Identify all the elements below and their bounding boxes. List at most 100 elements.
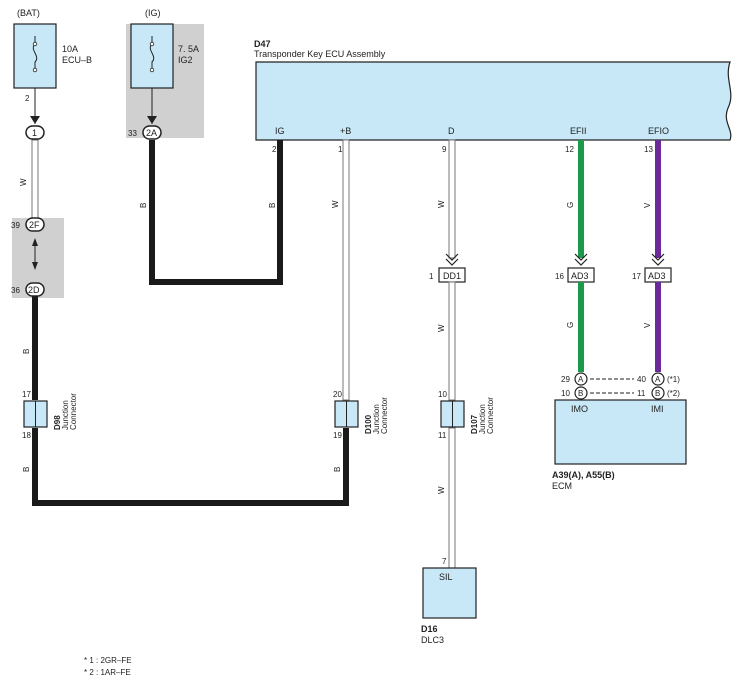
ecu-pin-ig: IG <box>275 126 285 136</box>
arrow-to-c1-icon <box>30 116 40 124</box>
ecu-pin-d: D <box>448 126 455 136</box>
junction-d100-name-1: Junction <box>372 404 381 434</box>
chevron-dd1-icon <box>445 253 459 266</box>
chevron-ad3-v-icon <box>651 253 665 266</box>
wire-efii-g-label: G <box>566 202 575 208</box>
ecm-pin-imo: IMO <box>571 404 588 414</box>
connector-2d-label: 2D <box>28 285 40 295</box>
arrow-to-c2a-icon <box>147 116 157 124</box>
wire-dd1-w <box>448 281 456 401</box>
connector-ad3-g-label: AD3 <box>571 271 589 281</box>
bat-fuse-amp: 10A <box>62 44 78 54</box>
wire-d107-w-label: W <box>437 486 446 494</box>
connector-2a-pin: 33 <box>128 129 137 138</box>
bat-fuse-box <box>13 23 57 89</box>
wire-ig-b-label: B <box>139 203 148 208</box>
ecu-pin-efio: EFIO <box>648 126 669 136</box>
connector-2a <box>142 125 162 140</box>
connector-1-label: 1 <box>32 128 37 138</box>
junction-d107-pin-top: 10 <box>438 390 447 399</box>
connector-2d-pin: 36 <box>11 286 20 295</box>
ecm-row-b-right-pin: 11 <box>637 389 646 398</box>
connector-ad3-v-pin: 17 <box>632 272 641 281</box>
wire-d107-w <box>448 427 456 571</box>
ecm-row-b-left-pin: 10 <box>561 389 570 398</box>
wire-efio-v-label: V <box>643 202 652 208</box>
junction-d98-code: D98 <box>53 415 62 430</box>
junction-d98-name-1: Junction <box>61 400 70 430</box>
junction-d100-name-2: Connector <box>380 397 389 434</box>
ecu-pin-plusb: +B <box>340 126 351 136</box>
ig-fuse-amp: 7. 5A <box>178 44 199 54</box>
wire-d-w-label: W <box>437 200 446 208</box>
wire-ad3-g-label: G <box>566 322 575 328</box>
ecm-conn-b-left <box>574 386 588 400</box>
bat-fuse-name: ECU–B <box>62 55 92 65</box>
ecu-pin-ig-num: 2 <box>272 145 277 154</box>
ig-fuse-box <box>130 23 174 89</box>
junction-d107-code: D107 <box>470 414 479 434</box>
ecm-name: ECM <box>552 481 572 491</box>
wire-2d-b-label: B <box>22 349 31 354</box>
connector-dd1-pin: 1 <box>429 272 434 281</box>
wire-ig-b2-label: B <box>268 203 277 208</box>
bat-source-label: (BAT) <box>17 8 40 18</box>
ecu-code: D47 <box>254 39 271 49</box>
ecm-conn-a-right <box>651 372 665 386</box>
junction-d98-pin-top: 17 <box>22 390 31 399</box>
wire-bat-w <box>31 139 39 221</box>
ecu-pin-efio-num: 13 <box>644 145 653 154</box>
ig-fuse-name: IG2 <box>178 55 193 65</box>
svg-text:A: A <box>578 375 584 384</box>
ecu-pin-efii: EFII <box>570 126 587 136</box>
ecu-name: Transponder Key ECU Assembly <box>254 49 386 59</box>
wire-d100-b-label: B <box>333 467 342 472</box>
junction-d107-name-2: Connector <box>486 397 495 434</box>
dlc-box <box>422 567 477 619</box>
ecm-conn-b-right <box>651 386 665 400</box>
junction-d100-code: D100 <box>364 414 373 434</box>
wire-plusb-w <box>342 139 350 401</box>
junction-d98-pin-bottom: 18 <box>22 431 31 440</box>
wire-d98-b-label: B <box>22 467 31 472</box>
wire-dd1-w-label: W <box>437 324 446 332</box>
ecu-pin-plusb-num: 1 <box>338 145 343 154</box>
wire-bat-w-label: W <box>19 178 28 186</box>
ecm-row-a-left-pin: 29 <box>561 375 570 384</box>
connector-2a-label: 2A <box>146 128 157 138</box>
connector-ad3-v-label: AD3 <box>648 271 666 281</box>
ecu-pin-efii-num: 12 <box>565 145 574 154</box>
connector-ad3-g-pin: 16 <box>555 272 564 281</box>
connector-2d <box>25 282 45 297</box>
wire-bottom-b <box>32 428 349 506</box>
wire-ad3-v-label: V <box>643 322 652 328</box>
junction-d107-pin-bottom: 11 <box>438 431 447 440</box>
wire-d-w <box>448 139 456 259</box>
svg-text:B: B <box>655 389 660 398</box>
bat-pin-label: 2 <box>25 94 30 103</box>
note-1: * 1 : 2GR–FE <box>84 656 132 665</box>
dlc-name: DLC3 <box>421 635 444 645</box>
ecm-pin-imi: IMI <box>651 404 664 414</box>
ecm-row-a-right-pin: 40 <box>637 375 646 384</box>
ecm-box <box>554 399 687 465</box>
svg-text:B: B <box>578 389 583 398</box>
ecu-box <box>255 61 732 141</box>
wire-plusb-w-label: W <box>331 200 340 208</box>
ecm-conn-a-left <box>574 372 588 386</box>
chevron-ad3-g-icon <box>574 253 588 266</box>
connector-2f-label: 2F <box>29 220 40 230</box>
dlc-code: D16 <box>421 624 438 634</box>
dlc-pin-name: SIL <box>439 572 453 582</box>
junction-d100-pin-top: 20 <box>333 390 342 399</box>
connector-1 <box>25 125 45 140</box>
ecm-row-a-note: (*1) <box>667 375 680 384</box>
junction-d98-name-2: Connector <box>69 393 78 430</box>
note-2: * 2 : 1AR–FE <box>84 668 131 677</box>
connector-2f <box>25 217 45 232</box>
ecu-pin-d-num: 9 <box>442 145 447 154</box>
connector-dd1-label: DD1 <box>443 271 461 281</box>
ig-source-label: (IG) <box>145 8 161 18</box>
svg-text:A: A <box>655 375 661 384</box>
